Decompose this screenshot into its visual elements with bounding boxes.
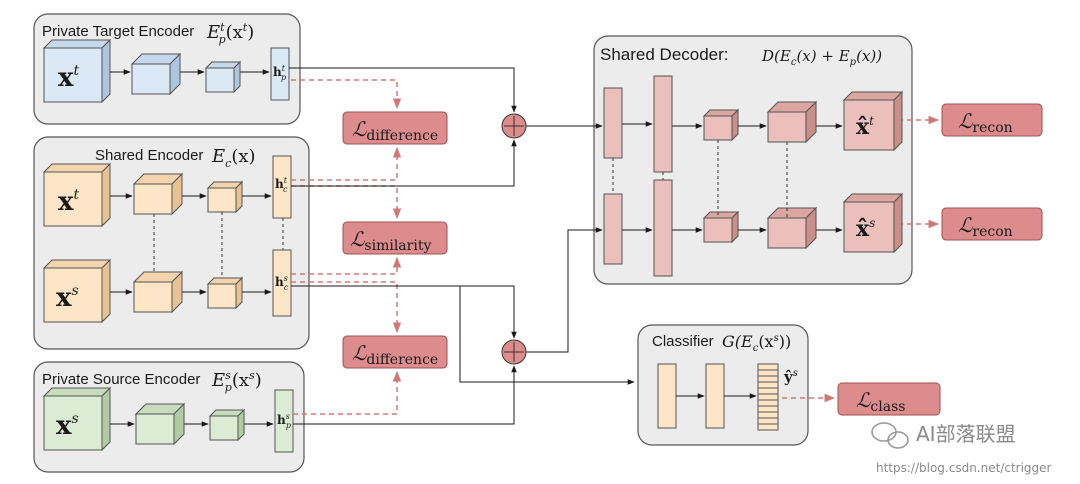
wechat-icon [871,422,909,449]
decoder-output-bottom: x̂s [842,192,904,254]
svg-text:ℒdifference: ℒdifference [352,341,438,368]
svg-text:xt: xt [58,63,80,93]
shared-target-cube-2 [206,180,244,214]
svg-text:xs: xs [56,283,79,313]
decoder-cube-bottom-1 [702,210,740,244]
svg-text:ℒsimilarity: ℒsimilarity [350,227,431,254]
shared-encoder-formula: Ec(x) [211,146,256,170]
shared-source-cube-1 [132,270,184,314]
shared-source-input: xs [42,258,112,324]
svg-text:xs: xs [56,411,79,441]
decoder-cube-bottom-2 [766,206,818,250]
classifier-layer-1 [657,363,677,429]
svg-text:hsc: hsc [275,274,289,292]
classifier-formula: G(Ec(xs)) [722,332,791,354]
classifier-output-label: ŷs [783,368,798,386]
loss-difference-top: ℒdifference [342,111,448,145]
private-source-cube-2 [208,408,246,442]
decoder-layer-top-1 [603,87,623,159]
sum-node-bottom [501,339,527,365]
decoder-cube-top-1 [702,108,740,142]
svg-text:ℒrecon: ℒrecon [958,213,1013,240]
svg-text:AI部落联盟: AI部落联盟 [916,422,1016,446]
svg-text:ℒrecon: ℒrecon [958,109,1013,136]
svg-text:ℒdifference: ℒdifference [352,117,438,144]
svg-text:ℒclass: ℒclass [856,388,905,415]
watermark: AI部落联盟 https://blog.csdn.net/ctrigger [871,422,1052,475]
sum-node-top [501,113,527,139]
private-target-cube-1 [130,52,182,96]
loss-class: ℒclass [837,382,941,416]
private-target-encoder-title: Private Target Encoder [42,23,194,40]
decoder-cube-top-2 [766,100,818,144]
classifier-layer-2 [705,363,725,429]
loss-recon-bottom: ℒrecon [941,207,1043,241]
svg-text:x̂s: x̂s [856,216,875,242]
decoder-layer-bottom-2 [653,179,673,277]
svg-text:xt: xt [58,187,80,217]
private-target-cube-2 [204,60,242,94]
private-source-cube-1 [134,402,186,446]
private-source-encoder-title: Private Source Encoder [42,371,200,388]
svg-text:htp: htp [273,64,286,82]
loss-similarity: ℒsimilarity [342,221,448,255]
private-source-input: xs [42,386,112,452]
shared-decoder-title: Shared Decoder: [600,45,729,64]
private-target-input: xt [42,38,112,104]
svg-text:hsp: hsp [277,412,291,430]
shared-decoder-formula: D(Ec(x) + Ep(x)) [761,47,882,68]
decoder-layer-bottom-1 [603,193,623,265]
svg-text:https://blog.csdn.net/ctrigger: https://blog.csdn.net/ctrigger [876,461,1052,475]
shared-source-cube-2 [206,276,244,310]
classifier-title: Classifier [652,333,714,350]
shared-target-input: xt [42,162,112,228]
svg-text:htc: htc [275,176,288,194]
loss-difference-bottom: ℒdifference [342,335,448,369]
classifier-output-vector [757,363,779,431]
shared-encoder-title: Shared Encoder [95,147,203,164]
shared-target-cube-1 [132,172,184,216]
loss-recon-top: ℒrecon [941,103,1043,137]
shared-decoder-panel [593,35,913,285]
decoder-layer-top-2 [653,75,673,173]
svg-text:x̂t: x̂t [856,114,874,140]
decoder-output-top: x̂t [842,90,904,152]
